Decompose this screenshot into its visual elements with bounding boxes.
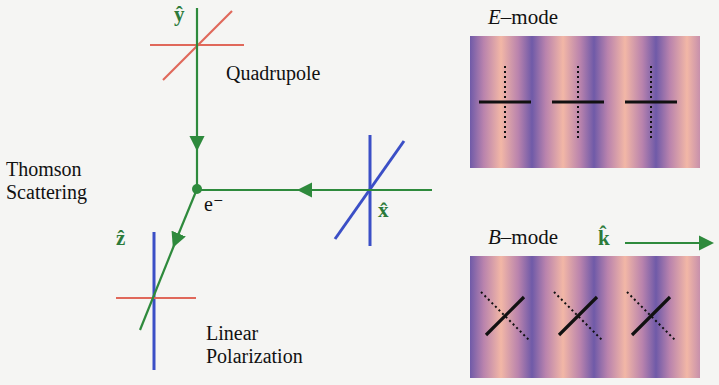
panel-heading: B–mode [488, 225, 558, 250]
panel-heading: E–mode [488, 5, 558, 30]
e-mode-field [470, 36, 700, 168]
annotation: Linear Polarization [206, 322, 336, 368]
axis-label: k̂ [598, 226, 610, 250]
dotted-line [554, 292, 602, 340]
b-mode-field [470, 256, 700, 378]
solid-line [625, 100, 677, 103]
annotation: Thomson Scattering [6, 158, 116, 204]
polarization-marks [479, 66, 677, 340]
solid-line [632, 297, 670, 335]
solid-line [479, 100, 531, 103]
mode-panel: E–mode [470, 36, 700, 168]
solid-line [486, 297, 524, 335]
axis-label: x̂ [378, 198, 389, 222]
dotted-line [481, 292, 529, 340]
dotted-line [627, 292, 675, 340]
solid-line [552, 100, 604, 103]
axis-label: ŷ [174, 2, 185, 26]
linear-polarization-cross [116, 232, 196, 370]
mode-panel: B–mode [470, 256, 700, 378]
solid-line [559, 297, 597, 335]
axis-label: ẑ [116, 226, 125, 250]
annotation: Quadrupole [226, 62, 320, 85]
electron-label: e⁻ [204, 193, 223, 216]
electron-dot [192, 184, 202, 194]
